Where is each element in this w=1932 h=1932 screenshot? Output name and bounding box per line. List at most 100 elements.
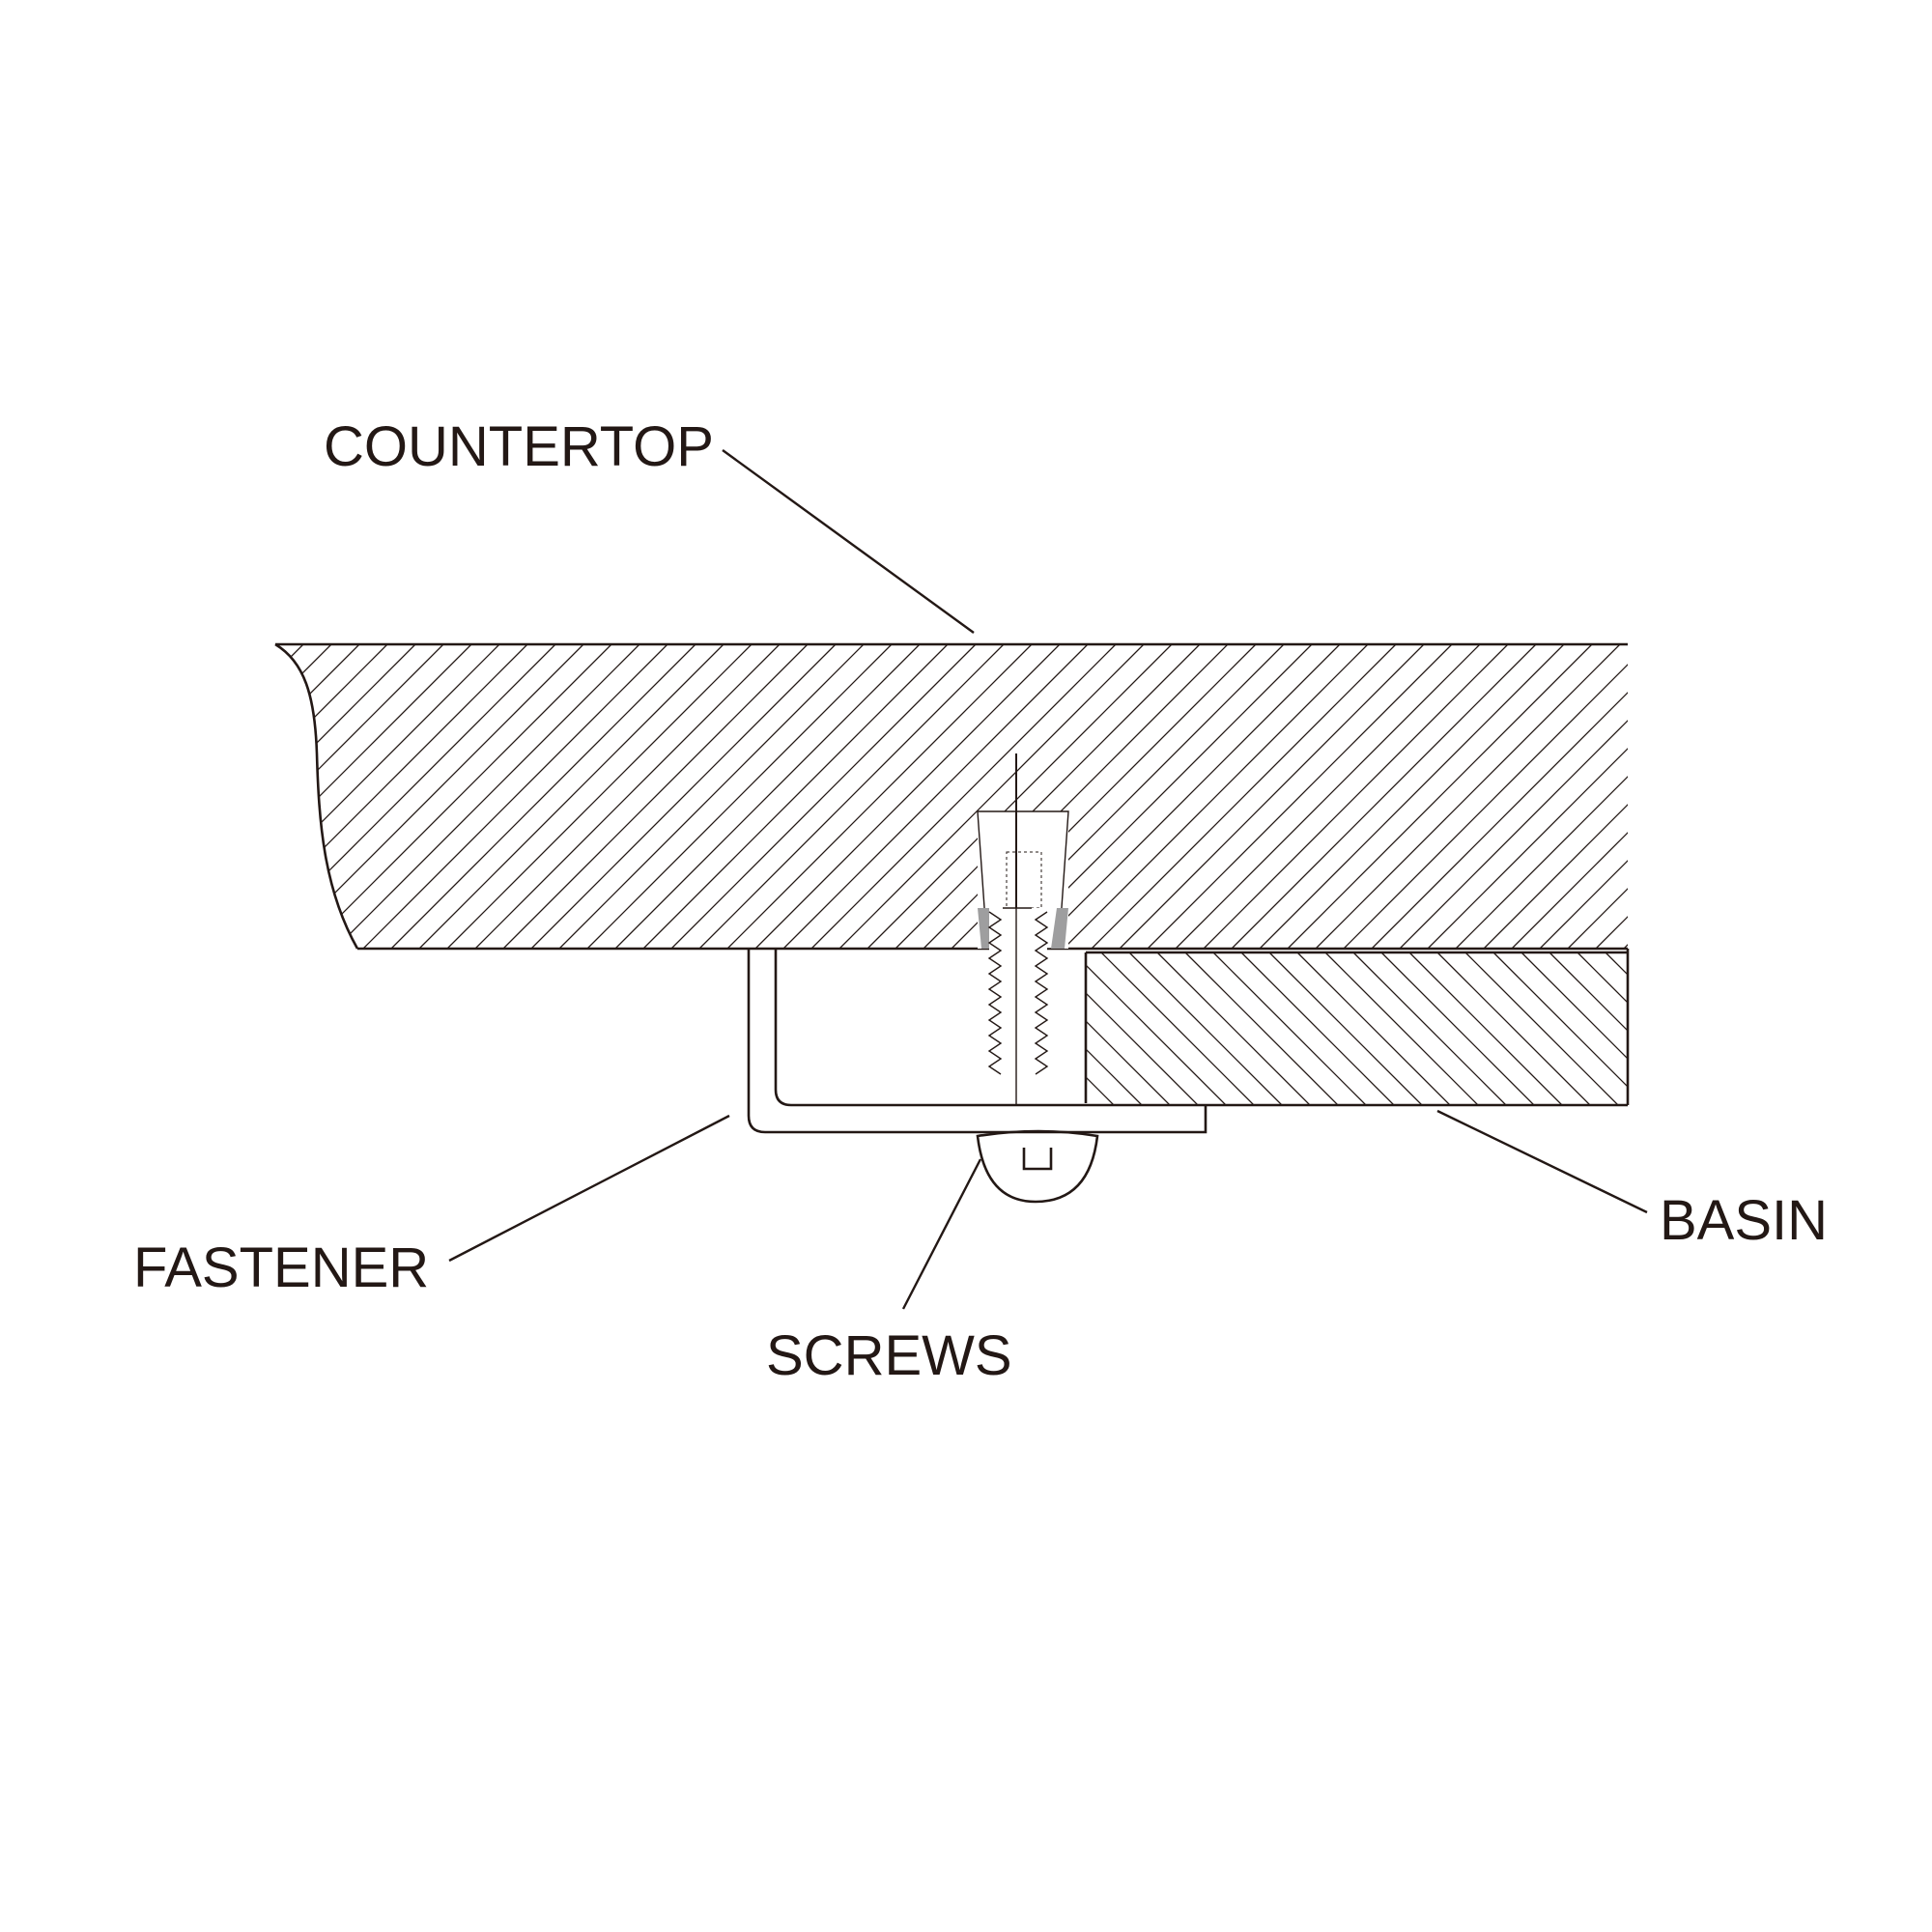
hatch-line xyxy=(1371,644,1628,949)
hatch-line xyxy=(1680,644,1932,949)
hatch-line xyxy=(558,644,865,949)
hatch-line xyxy=(1792,644,1932,949)
hatch-line xyxy=(1708,644,1932,949)
screws-label: SCREWS xyxy=(766,1324,1012,1387)
rod-thread-right xyxy=(1034,911,1049,1075)
hatch-line xyxy=(502,644,809,949)
basin-outline xyxy=(1084,949,1630,1107)
hatch-line xyxy=(1203,644,1509,949)
hatch-line xyxy=(895,644,1201,949)
hatch-line xyxy=(1652,644,1932,949)
hatch-line xyxy=(1156,952,1311,1105)
hatch-line xyxy=(334,644,640,949)
hatch-line xyxy=(1577,952,1628,1004)
basin-label: BASIN xyxy=(1660,1189,1828,1252)
hatch-line xyxy=(1634,952,1786,1105)
threaded-rod xyxy=(987,907,1049,1105)
hatch-line xyxy=(1128,952,1283,1105)
hatch-line xyxy=(1520,952,1628,1060)
hatch-line xyxy=(1086,1020,1171,1105)
hatch-line xyxy=(1427,644,1628,949)
hatch-line xyxy=(1240,952,1395,1105)
hatch-line xyxy=(810,644,1117,949)
hatch-line xyxy=(1212,952,1367,1105)
hatch-line xyxy=(1408,952,1563,1105)
hatch-line xyxy=(1380,952,1535,1105)
countertop-slab xyxy=(274,642,1932,951)
hatch-line xyxy=(275,644,388,949)
hatch-line xyxy=(1483,644,1628,949)
hatch-line xyxy=(754,644,1061,949)
hatch-line xyxy=(275,644,444,949)
hatch-line xyxy=(446,644,753,949)
hatch-line xyxy=(1315,644,1621,949)
hatch-line xyxy=(1100,952,1255,1105)
hatch-line xyxy=(1464,952,1619,1105)
hatch-line xyxy=(867,644,1173,949)
hatch-line xyxy=(1352,952,1507,1105)
countertop-outline xyxy=(274,642,1628,951)
hatch-line xyxy=(1595,644,1628,949)
hatch-line xyxy=(923,644,1229,949)
hatch-line xyxy=(1436,952,1591,1105)
hatch-line xyxy=(275,644,528,949)
hatch-line xyxy=(1848,644,1932,949)
hatch-line xyxy=(1548,952,1628,1032)
hatch-line xyxy=(1492,952,1628,1088)
hatch-line xyxy=(278,644,584,949)
basin-hatching xyxy=(1086,952,1926,1105)
hatch-line xyxy=(1718,952,1870,1105)
hatch-line xyxy=(1091,644,1397,949)
hatch-line xyxy=(275,644,332,949)
hatch-line xyxy=(1231,644,1537,949)
hatch-line xyxy=(1904,644,1932,949)
hatch-line xyxy=(362,644,668,949)
hatch-line xyxy=(1268,952,1423,1105)
fastener-leader-line xyxy=(448,1114,730,1263)
hatch-line xyxy=(1690,952,1842,1105)
countertop-hatching xyxy=(275,644,1932,949)
hatch-line xyxy=(1324,952,1479,1105)
fastener-label: FASTENER xyxy=(133,1236,429,1299)
hatch-line xyxy=(275,644,304,949)
fastener-bracket xyxy=(747,949,1208,1134)
hatch-line xyxy=(275,644,360,949)
hatch-line xyxy=(1175,644,1481,949)
countertop-leader-line xyxy=(722,449,975,634)
hatch-line xyxy=(1511,644,1628,949)
hatch-line xyxy=(275,644,500,949)
hatch-line xyxy=(670,644,977,949)
hatch-line xyxy=(1662,952,1814,1105)
hatch-line xyxy=(275,644,276,949)
hatch-line xyxy=(1035,644,1341,949)
hatch-line xyxy=(1259,644,1565,949)
hatch-line xyxy=(726,644,1033,949)
hatch-line xyxy=(1147,644,1453,949)
hatch-line xyxy=(1184,952,1339,1105)
hatch-line xyxy=(1287,644,1593,949)
hatch-line xyxy=(1063,644,1369,949)
hatch-line xyxy=(838,644,1145,949)
hatch-line xyxy=(1774,952,1926,1105)
anchor-wedge-right xyxy=(1051,908,1068,949)
screws-leader-line xyxy=(901,1158,982,1310)
hatch-line xyxy=(1455,644,1628,949)
hatch-line xyxy=(1399,644,1628,949)
basin-leader-line xyxy=(1436,1109,1648,1214)
hatch-line xyxy=(614,644,921,949)
hatch-line xyxy=(698,644,1005,949)
hatch-line xyxy=(782,644,1089,949)
hatch-line xyxy=(1086,964,1227,1105)
hatch-line xyxy=(275,644,556,949)
hatch-line xyxy=(275,644,416,949)
hatch-line xyxy=(418,644,724,949)
basin-rim xyxy=(1084,949,1926,1107)
hatch-line xyxy=(1764,644,1932,949)
hatch-line xyxy=(642,644,949,949)
hatch-line xyxy=(306,644,612,949)
hatch-line xyxy=(1736,644,1932,949)
hatch-line xyxy=(1746,952,1898,1105)
hatch-line xyxy=(1876,644,1932,949)
screw-head-dome xyxy=(976,1129,1099,1204)
